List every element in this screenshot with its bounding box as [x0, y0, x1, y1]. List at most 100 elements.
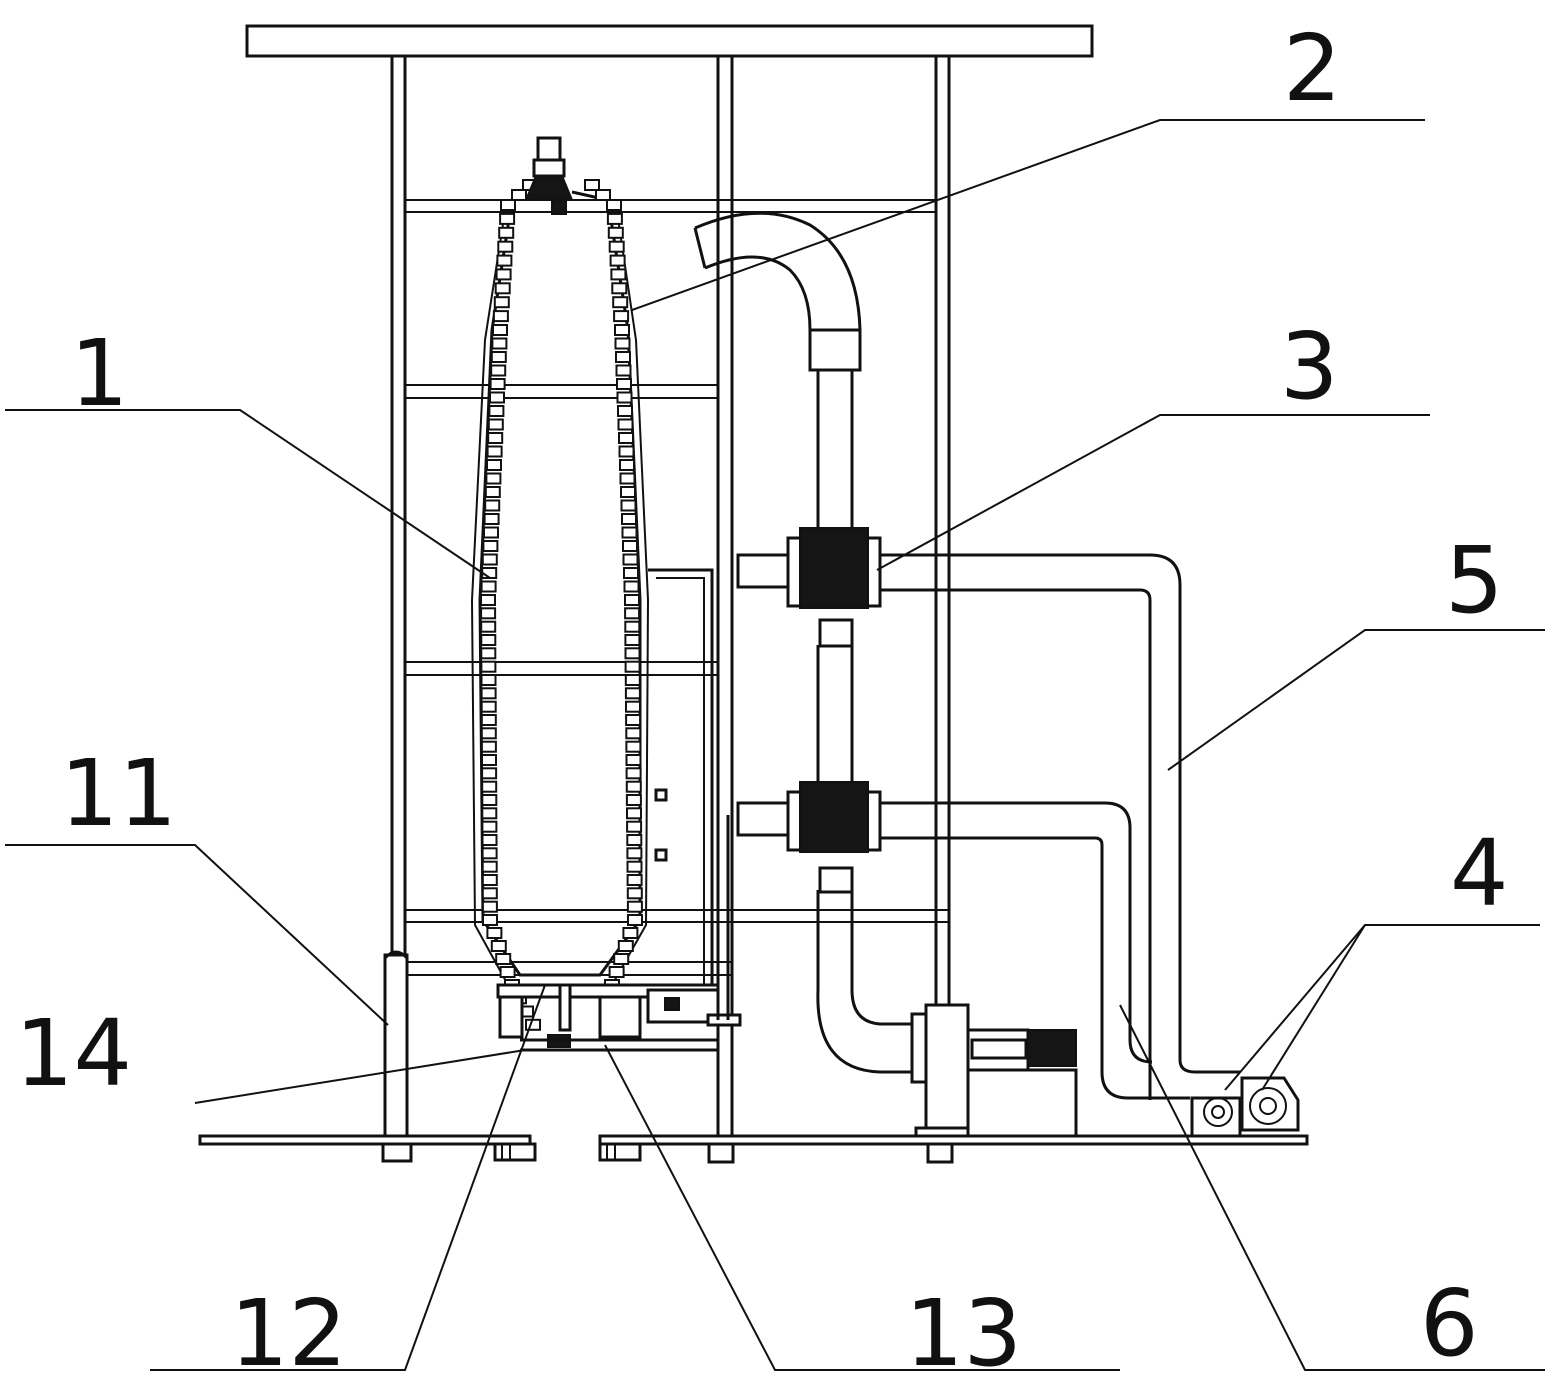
lower-valve: [736, 781, 882, 894]
chain-link: [492, 324, 508, 336]
chain-link: [613, 953, 630, 965]
chain-link: [617, 418, 634, 431]
chain-link: [623, 580, 640, 593]
chain-link: [480, 660, 497, 673]
chain-link: [619, 459, 635, 471]
chain-link: [584, 179, 600, 191]
chain-link: [481, 820, 498, 833]
chain-link: [624, 620, 641, 633]
chain-link: [491, 337, 508, 350]
chain-link: [624, 687, 641, 700]
chain-link: [480, 594, 496, 606]
chain-link: [617, 940, 634, 952]
top-beam: [245, 24, 1094, 58]
chain-link: [481, 553, 498, 566]
chain-link: [624, 660, 641, 673]
chain-link: [606, 199, 622, 211]
chain-link: [500, 199, 516, 211]
chain-link: [481, 794, 498, 806]
callout-1: 1: [70, 320, 129, 427]
chain-link: [613, 310, 630, 323]
chain-link: [481, 900, 498, 913]
chain-link: [481, 780, 498, 793]
chain-link: [488, 405, 505, 417]
chain-link: [480, 647, 497, 660]
chain-link: [489, 378, 506, 390]
chain-link: [625, 767, 642, 780]
base-plate: [198, 1134, 1309, 1164]
pump-motor-unit: [914, 1003, 1078, 1138]
chain-link: [624, 647, 641, 660]
chain-link: [618, 432, 634, 444]
chain-link: [626, 834, 643, 846]
chain-link: [624, 634, 641, 646]
chain-link: [485, 472, 502, 485]
chain-link: [626, 847, 643, 860]
chain-link: [616, 391, 633, 404]
chain-link: [609, 254, 626, 267]
chain-link: [481, 807, 498, 820]
chain-link: [625, 794, 642, 806]
chain-link: [481, 834, 498, 846]
chain-link: [495, 953, 512, 965]
chain-link: [480, 580, 497, 593]
chain-link: [614, 324, 630, 336]
chain-link: [608, 966, 625, 978]
chain-link: [625, 714, 642, 726]
frame-structure: [390, 56, 951, 1140]
chain-link: [490, 940, 507, 952]
level-gauge: [648, 568, 714, 985]
pump-inlet-elbow: [816, 989, 930, 1084]
chain-link: [625, 780, 642, 793]
main-pipe: [693, 211, 862, 990]
chain-link: [494, 282, 511, 295]
chain-link: [487, 418, 504, 431]
chain-link: [480, 687, 497, 700]
chain-link: [480, 607, 497, 620]
chain-link: [626, 874, 643, 886]
chain-link: [626, 887, 643, 900]
chain-link: [621, 513, 637, 525]
chain-link: [626, 807, 642, 820]
chain-link: [620, 486, 636, 498]
chain-link: [486, 927, 503, 939]
chain-link: [498, 226, 515, 239]
chain-link: [480, 727, 497, 740]
chain-link: [612, 296, 629, 309]
chain-link: [492, 310, 509, 323]
chain-link: [616, 378, 632, 390]
leader-lines: [5, 119, 1545, 1371]
chain-link: [606, 212, 623, 225]
chain-link: [626, 860, 643, 873]
callout-6: 6: [1420, 1270, 1479, 1377]
chain-link: [525, 1018, 541, 1031]
chain-link: [480, 700, 497, 713]
chain-link: [490, 351, 507, 363]
chain-link: [620, 499, 637, 512]
chain-link: [484, 499, 501, 512]
chain-link: [625, 740, 642, 753]
chain-link: [484, 486, 501, 498]
chain-link: [618, 445, 635, 458]
chain-link: [482, 914, 498, 926]
chain-link: [624, 674, 641, 686]
chain-link: [622, 540, 638, 552]
callout-14: 14: [15, 1000, 132, 1107]
chain-link: [624, 594, 640, 606]
chain-link: [617, 405, 633, 417]
chain-link: [615, 351, 631, 363]
chain-link: [511, 189, 527, 201]
callout-11: 11: [60, 740, 177, 847]
chain-link: [496, 254, 513, 267]
chain-link: [607, 226, 624, 239]
chain-link: [495, 268, 512, 281]
chain-link: [480, 674, 497, 686]
support-post: [381, 950, 413, 1163]
bottom-manifold: [496, 815, 742, 1052]
chain-link: [486, 459, 502, 471]
chain-link: [490, 364, 507, 377]
chain-link: [481, 847, 498, 860]
chain-link: [622, 927, 639, 939]
